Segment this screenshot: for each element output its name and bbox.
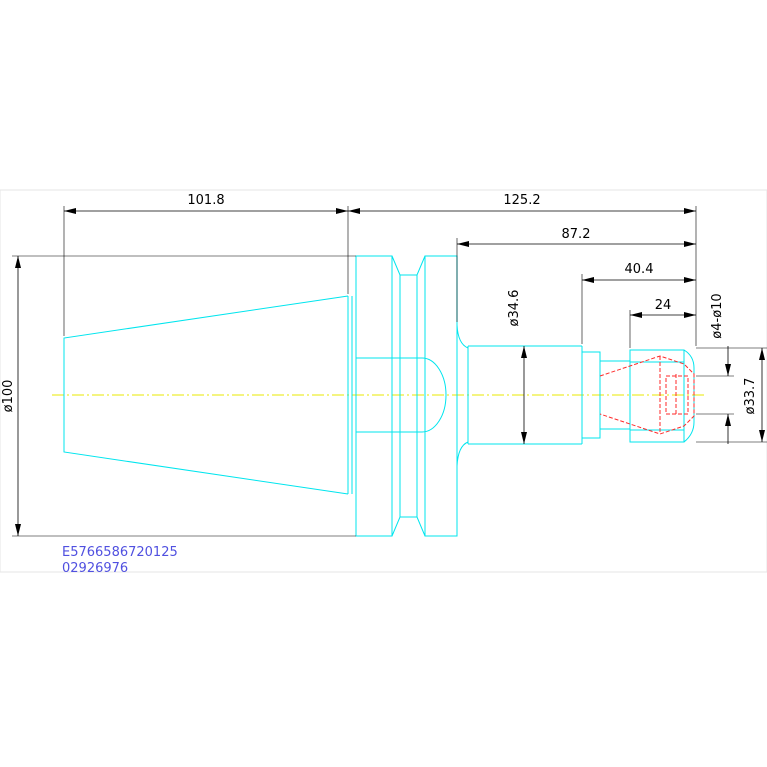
flange: [355, 255, 458, 537]
nose-length-label: 87.2: [562, 227, 591, 242]
taper-shank: [63, 295, 353, 495]
collet-nut-length-label: 40.4: [625, 262, 654, 277]
clamping-range-label: ø4-ø10: [710, 293, 725, 338]
collet: [599, 355, 695, 435]
total-length-label: 125.2: [503, 193, 540, 208]
part-code-line-1: E5766586720125: [62, 545, 178, 560]
dimension-total-length: [348, 206, 697, 346]
taper-length-label: 101.8: [187, 193, 224, 208]
dimension-flange-diameter: [12, 255, 356, 537]
nut-diameter-label: ø33.7: [743, 378, 758, 415]
dimension-collet-length: [629, 310, 696, 348]
drawing-frame: [0, 189, 767, 573]
dimension-clamping-range: [696, 346, 734, 444]
dimension-shank-diameter: [521, 346, 527, 444]
dimension-nose-length: [456, 238, 696, 322]
dimension-nut-diameter: [696, 347, 767, 443]
flange-diameter-label: ø100: [1, 380, 16, 413]
collet-length-label: 24: [655, 298, 672, 313]
dimension-collet-nut-length: [581, 274, 696, 344]
part-code-line-2: 02926976: [62, 561, 128, 576]
dimension-taper-length: [63, 206, 349, 336]
shank-diameter-label: ø34.6: [507, 290, 522, 327]
